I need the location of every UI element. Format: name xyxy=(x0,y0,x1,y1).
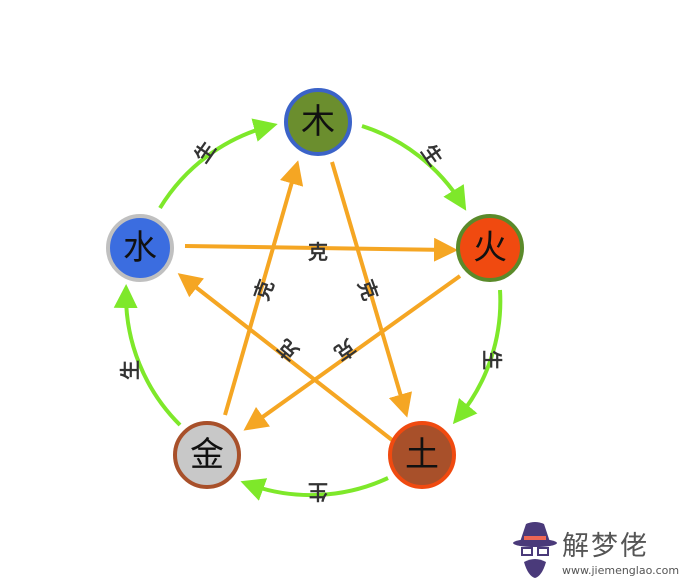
watermark-url: www.jiemenglao.com xyxy=(562,564,680,577)
element-node-earth: 土 xyxy=(388,421,456,489)
element-glyph: 火 xyxy=(473,228,507,268)
element-node-fire: 火 xyxy=(456,214,524,282)
element-glyph: 木 xyxy=(301,102,335,142)
overcome-arrow-fire-metal xyxy=(243,274,462,431)
overcome-label: 克 xyxy=(308,240,328,264)
generate-label: 生 xyxy=(189,137,220,167)
generate-arrow-wood-fire xyxy=(361,124,467,211)
overcome-arrow-wood-earth xyxy=(330,161,412,418)
generate-arrow-metal-water xyxy=(113,284,182,427)
element-circle xyxy=(284,88,352,156)
generate-label: 生 xyxy=(308,480,328,504)
generate-arrow-fire-earth xyxy=(452,289,503,425)
detective-hat-logo-icon xyxy=(513,522,557,578)
element-node-metal: 金 xyxy=(173,421,241,489)
generate-label: 生 xyxy=(118,360,142,380)
overcome-arrow-metal-wood xyxy=(223,160,304,416)
watermark-title: 解梦佬 xyxy=(562,531,649,562)
generate-label: 生 xyxy=(480,350,504,370)
element-node-water: 水 xyxy=(106,214,174,282)
element-glyph: 土 xyxy=(405,435,439,475)
overcome-label: 克 xyxy=(249,276,278,303)
overcome-arrow-earth-water xyxy=(177,273,394,442)
element-circle xyxy=(388,421,456,489)
element-circle xyxy=(173,421,241,489)
element-glyph: 金 xyxy=(190,435,224,475)
generate-arrow-earth-metal xyxy=(240,476,389,501)
overcome-label: 克 xyxy=(273,334,304,365)
overcome-label: 克 xyxy=(330,334,360,365)
watermark: 解梦佬 www.jiemenglao.com xyxy=(512,520,679,580)
generate-arrow-water-wood xyxy=(158,118,278,210)
element-node-wood: 木 xyxy=(284,88,352,156)
overcome-label: 克 xyxy=(353,276,382,303)
overcome-arrow-water-fire xyxy=(184,237,458,262)
element-circle xyxy=(106,214,174,282)
element-circle xyxy=(456,214,524,282)
element-glyph: 水 xyxy=(123,228,157,268)
generate-label: 生 xyxy=(416,140,447,170)
